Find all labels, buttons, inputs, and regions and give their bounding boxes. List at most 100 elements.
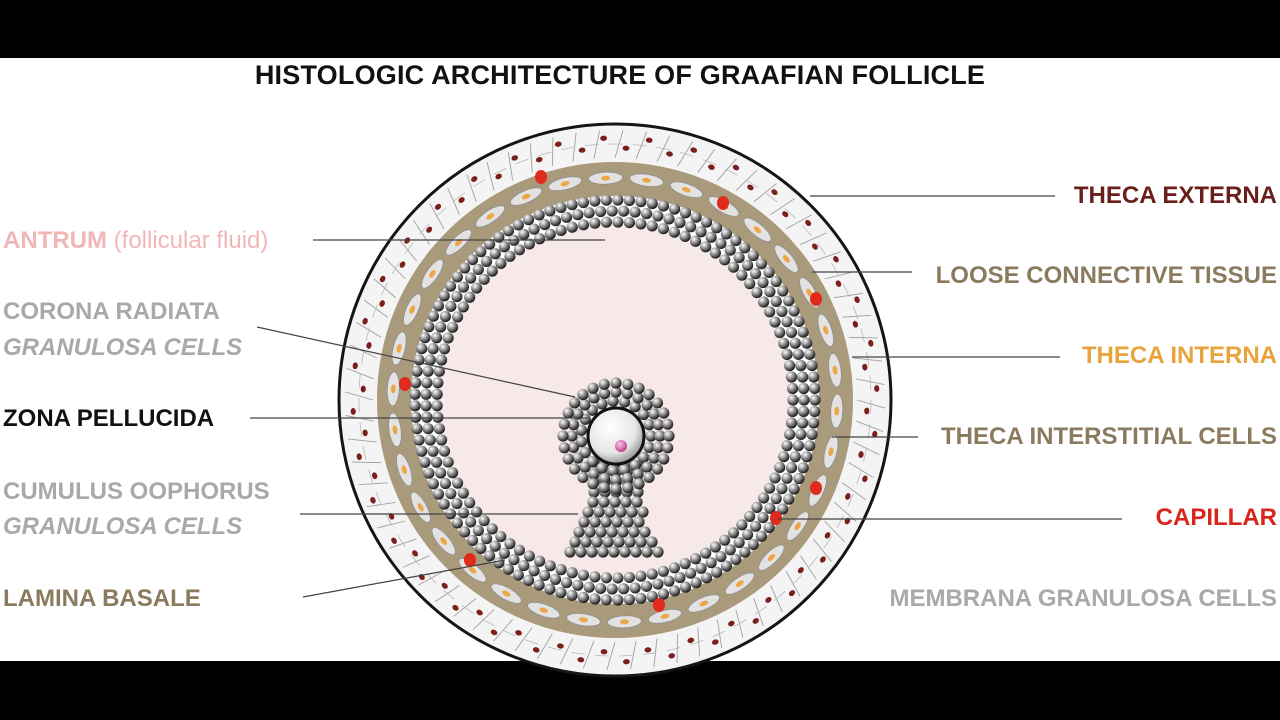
capillary [717,196,729,210]
granulosa-cell [539,219,550,230]
granulosa-cell [789,305,800,316]
granulosa-cell [436,434,447,445]
granulosa-cell [601,195,612,206]
label-zona-pellucida: ZONA PELLUCIDA [3,405,214,433]
granulosa-cell [643,472,654,483]
granulosa-cell [434,423,445,434]
granulosa-cell [652,578,663,589]
granulosa-cell [611,516,622,527]
granulosa-cell [409,389,420,400]
granulosa-cell [771,493,782,504]
granulosa-cell [793,440,804,451]
granulosa-cell [691,577,702,588]
granulosa-cell [632,469,643,480]
granulosa-cell [790,451,801,462]
granulosa-cell [736,270,747,281]
granulosa-cell [784,360,795,371]
granulosa-cell [427,446,438,457]
granulosa-cell [423,321,434,332]
granulosa-cell [744,278,755,289]
granulosa-cell [622,379,633,390]
granulosa-cell [573,526,584,537]
granulosa-cell [601,572,612,583]
granulosa-cell [750,268,761,279]
granulosa-cell [798,327,809,338]
granulosa-cell [798,462,809,473]
granulosa-cell [458,281,469,292]
granulosa-cell [652,397,663,408]
granulosa-cell [464,292,475,303]
granulosa-cell [495,258,506,269]
granulosa-cell [642,399,653,410]
granulosa-cell [647,220,658,231]
granulosa-cell [545,229,556,240]
granulosa-cell [579,399,590,410]
zona-pellucida [588,408,644,464]
granulosa-cell [787,394,798,405]
granulosa-cell [808,417,819,428]
granulosa-cell [539,570,550,581]
granulosa-cell [534,579,545,590]
granulosa-cell [601,217,612,228]
granulosa-cell [458,507,469,518]
granulosa-cell [607,583,618,594]
granulosa-cell [555,225,566,236]
granulosa-cell [739,547,750,558]
granulosa-cell [564,546,575,557]
granulosa-cell [419,332,430,343]
granulosa-cell [797,417,808,428]
capillary [535,170,547,184]
granulosa-cell [609,496,620,507]
granulosa-cell [495,531,506,542]
granulosa-cell [584,526,595,537]
granulosa-cell [435,321,446,332]
granulosa-cell [680,207,691,218]
granulosa-cell [569,536,580,547]
granulosa-cell [529,565,540,576]
granulosa-cell [569,397,580,408]
granulosa-cell [612,216,623,227]
granulosa-cell [471,506,482,517]
granulosa-cell [624,594,635,605]
granulosa-cell [721,560,732,571]
granulosa-cell [669,562,680,573]
granulosa-cell [481,256,492,267]
granulosa-cell [595,526,606,537]
granulosa-cell [577,389,588,400]
granulosa-cell [620,496,631,507]
granulosa-cell [786,462,797,473]
granulosa-cell [452,517,463,528]
granulosa-cell [544,584,555,595]
granulosa-cell [781,473,792,484]
granulosa-cell [778,338,789,349]
granulosa-cell [783,494,794,505]
granulosa-cell [647,198,658,209]
granulosa-cell [756,531,767,542]
granulosa-cell [739,242,750,253]
granulosa-cell [579,462,590,473]
diagram-title: HISTOLOGIC ARCHITECTURE OF GRAAFIAN FOLL… [0,60,1240,91]
granulosa-cell [633,383,644,394]
label-theca-interstitial-cells: THECA INTERSTITIAL CELLS [941,423,1277,451]
granulosa-cell [787,406,798,417]
granulosa-cell [447,322,458,333]
granulosa-cell [595,583,606,594]
granulosa-cell [567,567,578,578]
granulosa-cell [795,429,806,440]
granulosa-cell [451,498,462,509]
granulosa-cell [490,541,501,552]
granulosa-cell [423,366,434,377]
granulosa-cell [757,277,768,288]
granulosa-cell [587,383,598,394]
granulosa-cell [459,262,470,273]
capillary [810,292,822,306]
granulosa-cell [711,567,722,578]
granulosa-cell [572,580,583,591]
granulosa-cell [416,446,427,457]
granulosa-cell [473,525,484,536]
granulosa-cell [750,521,761,532]
granulosa-cell [736,519,747,530]
granulosa-cell [475,543,486,554]
granulosa-cell [431,400,442,411]
granulosa-cell [633,478,644,489]
